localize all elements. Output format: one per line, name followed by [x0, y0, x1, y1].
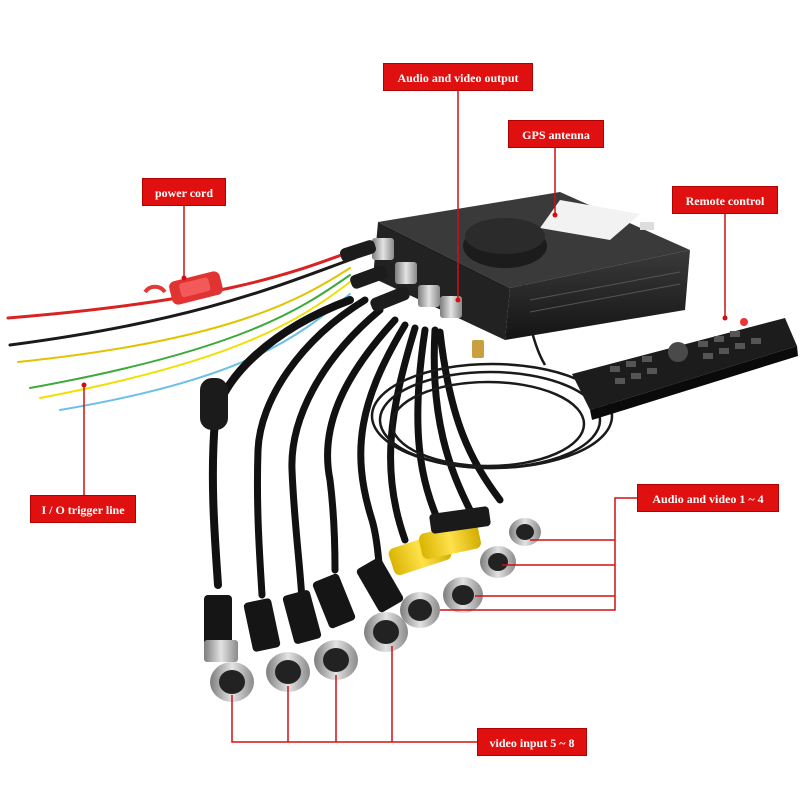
gps-antenna-icon [463, 218, 547, 268]
input-cable-ends [340, 240, 410, 312]
label-video-input-5-8: video input 5 ~ 8 [477, 728, 587, 756]
label-remote-control: Remote control [672, 186, 778, 214]
label-io-trigger-line: I / O trigger line [30, 495, 136, 523]
label-audio-video-output: Audio and video output [383, 63, 533, 91]
label-power-cord: power cord [142, 178, 226, 206]
label-gps-antenna: GPS antenna [508, 120, 604, 148]
dvr-unit [373, 192, 690, 340]
leader-lines [83, 91, 726, 743]
cable-splitter [200, 378, 228, 430]
dvr-connectors [372, 238, 484, 358]
label-audio-video-1-4: Audio and video 1 ~ 4 [637, 484, 779, 512]
leader-dots [81, 212, 728, 388]
black-cables [208, 296, 504, 604]
power-wires [6, 248, 357, 411]
aviation-connectors [204, 506, 541, 702]
remote-control-icon [572, 318, 798, 420]
